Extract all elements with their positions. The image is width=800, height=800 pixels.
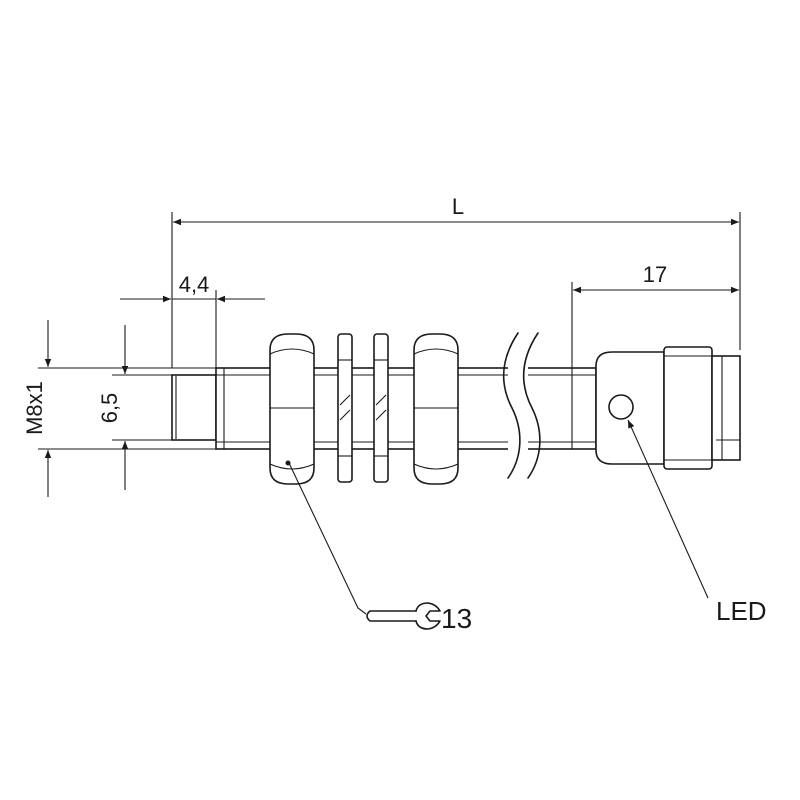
dimension-length: L (171, 194, 741, 368)
threaded-barrel (215, 367, 511, 450)
washer-outline (373, 333, 389, 483)
wrench-size-label: 13 (441, 603, 472, 634)
hex-nut-rear (413, 333, 459, 485)
dimension-label-thread: M8x1 (22, 381, 47, 435)
callout-led: LED (627, 419, 767, 626)
dimension-label-connector: 17 (643, 262, 667, 287)
nut-chamfer-top (269, 348, 315, 355)
dimension-label-face: 4,4 (179, 272, 210, 297)
leader-line-wrench (288, 462, 367, 615)
nut-outline (269, 333, 315, 485)
washer-tooth (339, 394, 351, 421)
connector-end (711, 355, 741, 461)
dimension-label-length: L (452, 194, 464, 219)
sensor-body (171, 330, 741, 485)
nut-outline (413, 333, 459, 485)
dimension-diameter: 6,5 (97, 325, 172, 490)
connector-housing (595, 346, 741, 470)
coupling-nut (663, 346, 713, 470)
washer-outline (337, 333, 353, 483)
leader-line-led (627, 419, 709, 599)
callout-wrench: 13 (288, 462, 472, 634)
wrench-handle (366, 610, 417, 622)
dimension-connector: 17 (571, 262, 739, 368)
lock-washer-2 (373, 333, 389, 483)
lock-washer-1 (337, 333, 353, 483)
washer-tooth (375, 394, 387, 421)
threaded-barrel-rear (525, 367, 597, 450)
break-line-left (502, 332, 521, 479)
led-indicator-icon (608, 394, 634, 420)
break-line-right (522, 332, 541, 479)
wrench-icon (366, 602, 441, 630)
dimension-thread: M8x1 (22, 320, 218, 497)
sensing-face (171, 374, 217, 441)
break-gap (508, 330, 528, 480)
nut-chamfer-bottom (413, 463, 459, 470)
nut-chamfer-top (413, 348, 459, 355)
wrench-jaw (415, 602, 441, 630)
led-label: LED (716, 596, 767, 626)
hex-nut-front (269, 333, 315, 485)
dimension-label-diameter: 6,5 (97, 393, 122, 424)
dimension-sensing-face: 4,4 (120, 272, 265, 368)
